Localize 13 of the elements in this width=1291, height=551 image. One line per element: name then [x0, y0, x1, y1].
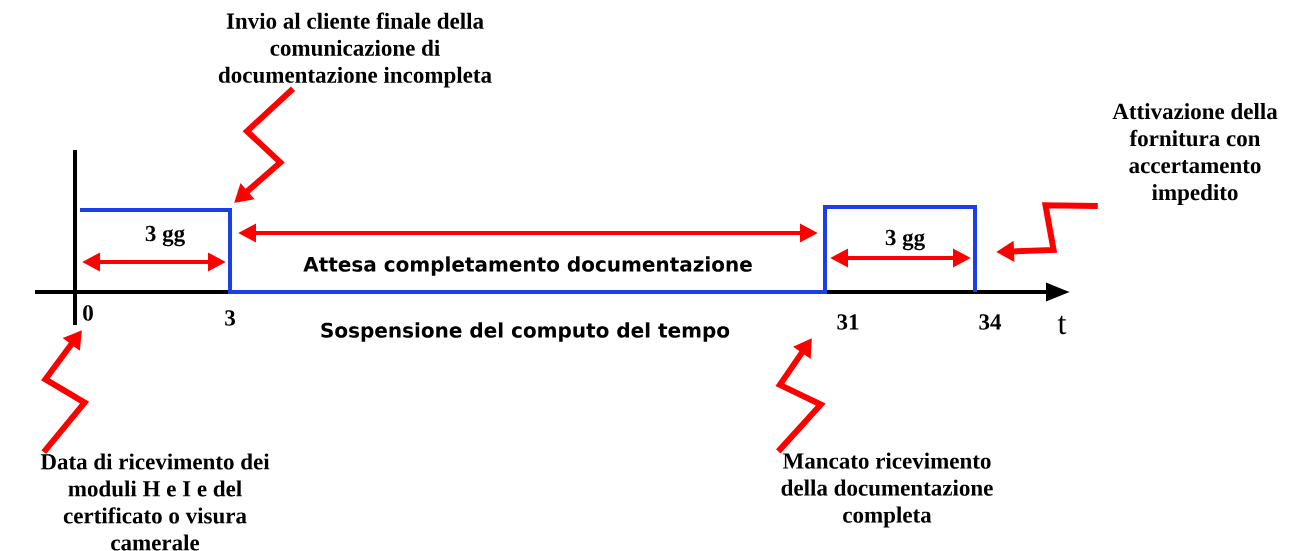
- callout-text: Invio al cliente finale della comunicazione di documentazione incompleta: [218, 12, 492, 88]
- duration-label: 3 gg: [885, 229, 925, 251]
- duration-label: 3 gg: [145, 225, 185, 247]
- callout-text: Attivazione della fornitura con accertamento impedito: [1112, 103, 1278, 205]
- annotation-text: Sospensione del computo del tempo: [321, 322, 730, 342]
- annotation-text: Attesa completamento documentazione: [303, 256, 752, 276]
- tick-label: 3: [225, 310, 235, 326]
- callout-text: Data di ricevimento dei moduli H e I e del certificato o visura camerale: [40, 453, 270, 551]
- tick-label: 34: [979, 314, 1002, 330]
- callout-text: Mancato ricevimento della documentazione completa: [781, 452, 993, 528]
- tick-label: 0: [83, 305, 93, 321]
- axis-label: t: [1057, 315, 1067, 335]
- tick-label: 31: [837, 314, 859, 330]
